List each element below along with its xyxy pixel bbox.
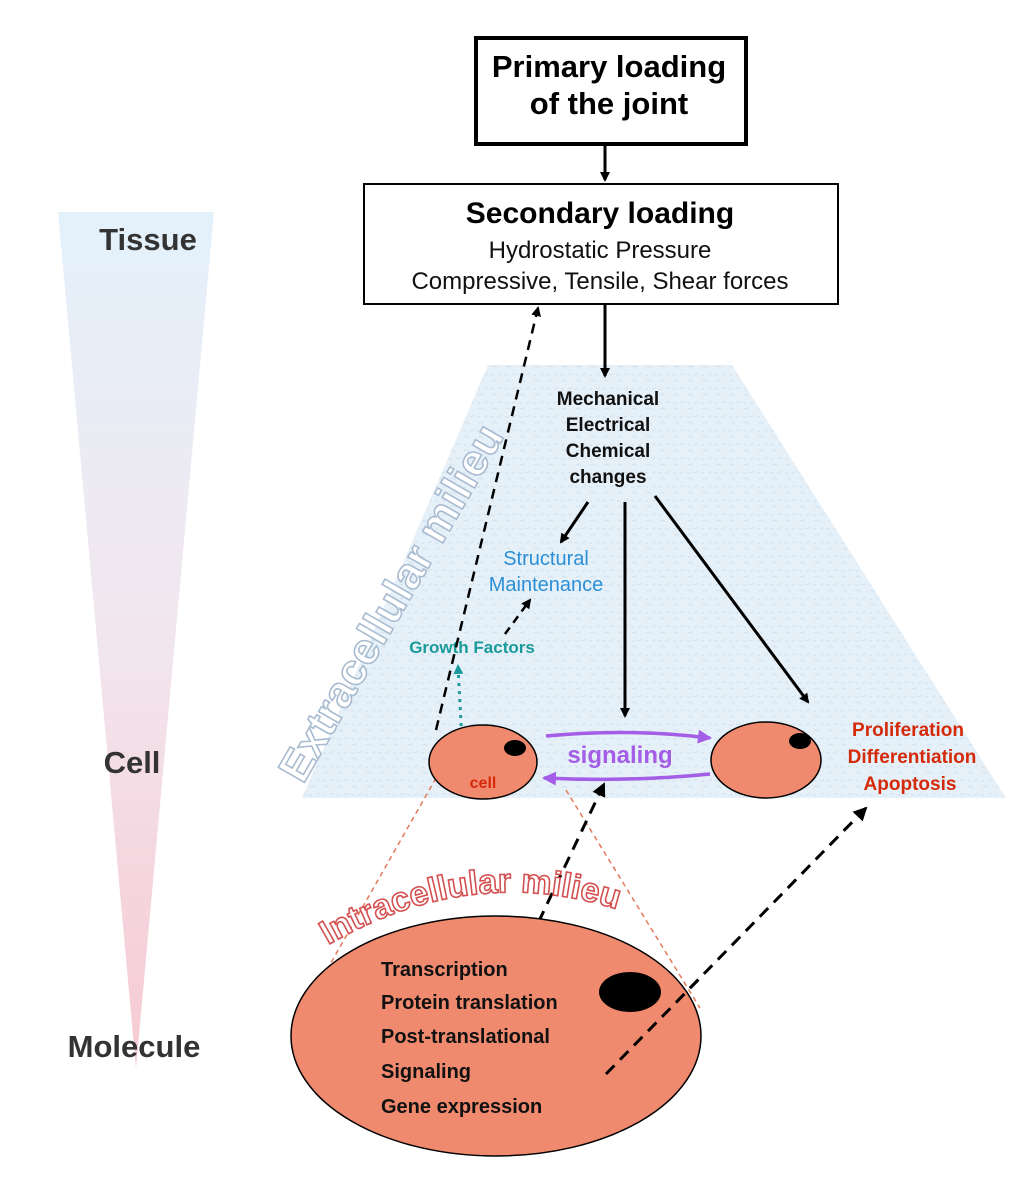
scale-wedge: [58, 212, 214, 1068]
structural-line-1: Structural: [503, 548, 589, 570]
process-transcription: Transcription: [381, 959, 508, 981]
outcome-differentiation: Differentiation: [848, 747, 977, 768]
structural-line-2: Maintenance: [489, 574, 604, 596]
left-cell-nucleus: [504, 740, 526, 756]
changes-line-1: Mechanical: [557, 389, 659, 410]
changes-line-4: changes: [569, 467, 646, 488]
arrow-growth-to-secondary: [434, 306, 541, 731]
changes-line-2: Electrical: [566, 415, 651, 436]
intracellular-cell: [290, 915, 702, 1157]
process-gene-expression: Gene expression: [381, 1096, 542, 1118]
primary-loading-line2: of the joint: [530, 86, 688, 121]
secondary-loading-box: [363, 183, 839, 305]
scale-label-cell: Cell: [104, 745, 161, 780]
right-cell-nucleus: [789, 733, 811, 749]
process-post-translational: Post-translational: [381, 1026, 550, 1048]
arrow-intracellular-overlay: [604, 976, 702, 1076]
signaling-label: signaling: [567, 742, 672, 769]
right-cell: [710, 721, 822, 799]
signaling-arrow-right: [545, 729, 712, 744]
intracellular-nucleus: [599, 972, 661, 1012]
process-protein-translation: Protein translation: [381, 992, 558, 1014]
process-signaling: Signaling: [381, 1061, 471, 1083]
signaling-arrow-left: [542, 771, 711, 786]
arrow-growth-to-structural: [503, 598, 532, 635]
cone-line-right: [565, 789, 701, 1009]
arrow-changes-to-right-cell: [653, 495, 810, 704]
scale-label-tissue: Tissue: [99, 222, 197, 257]
left-cell-label: cell: [470, 775, 497, 792]
primary-loading-line1: Primary loading: [492, 49, 726, 84]
secondary-loading-line2: Compressive, Tensile, Shear forces: [411, 268, 788, 295]
outcome-apoptosis: Apoptosis: [864, 774, 957, 795]
arrow-intracellular-to-signaling: [528, 782, 606, 941]
primary-loading-box: [474, 36, 748, 146]
arrow-changes-to-structural: [559, 501, 590, 544]
changes-line-3: Chemical: [566, 441, 650, 462]
growth-factors-label: Growth Factors: [409, 638, 535, 657]
secondary-loading-line1: Hydrostatic Pressure: [489, 237, 712, 264]
outcome-proliferation: Proliferation: [852, 720, 964, 741]
scale-label-molecule: Molecule: [68, 1029, 201, 1064]
secondary-loading-title: Secondary loading: [466, 197, 734, 230]
extracellular-region: [302, 365, 1006, 798]
